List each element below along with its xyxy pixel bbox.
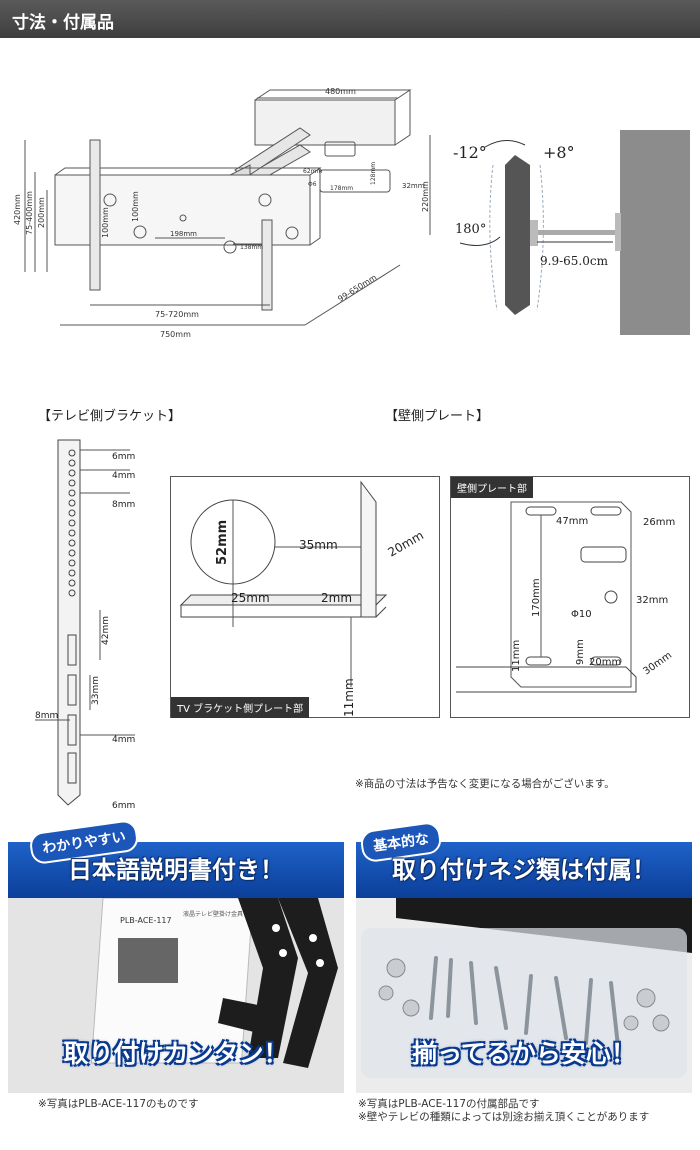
dim-phi6: Φ6 (308, 181, 317, 188)
dim-32: 32mm (402, 182, 425, 190)
screws-promo-panel: 基本的な 取り付けネジ類は付属！ 揃ってるから安心！ (356, 818, 692, 1093)
dimension-notice: ※商品の寸法は予告なく変更になる場合がございます。 (355, 778, 615, 790)
dim-200: 200mm (37, 197, 46, 228)
dim-20mm-wall: 20mm (589, 657, 621, 668)
dim-4mm-a: 4mm (112, 471, 135, 481)
dim-32mm: 32mm (636, 595, 668, 606)
tilt-plus-label: +8° (543, 143, 575, 162)
wall-plate-tag: 壁側プレート部 (451, 477, 533, 498)
manual-banner-text: 日本語説明書付き！ (68, 856, 284, 884)
dim-30mm: 30mm (641, 650, 674, 677)
dim-220: 220mm (421, 181, 430, 212)
screws-photo-note-1: ※写真はPLB-ACE-117の付属部品です (358, 1098, 540, 1110)
dim-480: 480mm (325, 87, 356, 96)
dim-11mm: 11mm (342, 678, 356, 717)
screws-banner-text: 取り付けネジ類は付属！ (392, 856, 656, 884)
manual-model: PLB-ACE-117 (120, 916, 172, 925)
tilt-minus-label: -12° (453, 143, 487, 162)
wall-plate-detail-diagram: 47mm 26mm 170mm Φ10 32mm 11mm 9mm 20mm 3… (456, 501, 675, 693)
dim-75-720: 75-720mm (155, 310, 199, 319)
swivel-label: 180° (455, 222, 486, 237)
dim-138: 138mm (240, 244, 263, 251)
wall-plate-detail-box: 壁側プレート部 47mm 26mm 170mm Φ10 32mm 11mm 9m… (450, 476, 690, 718)
dim-9mm: 9mm (575, 639, 586, 665)
dim-20mm: 20mm (386, 528, 426, 559)
tv-plate-detail-diagram: 52mm 35mm 20mm 25mm 2mm 11mm (179, 480, 426, 717)
dim-99-650: 99-650mm (336, 273, 378, 304)
manual-photo-note: ※写真はPLB-ACE-117のものです (38, 1098, 199, 1110)
dim-phi10: Φ10 (571, 609, 592, 620)
dim-420: 420mm (13, 194, 22, 225)
dim-62: 62mm (303, 168, 322, 175)
dim-75-400: 75-400mm (25, 191, 34, 235)
dim-6mm-a: 6mm (112, 452, 135, 462)
side-tilt-diagram: -12° +8° 180° 9.9-65.0cm (453, 130, 690, 335)
dim-33mm: 33mm (91, 676, 101, 705)
dim-6mm-b: 6mm (112, 801, 135, 811)
tv-bracket-diagram: 6mm 4mm 8mm 42mm 33mm 8mm 4mm 6mm (35, 439, 135, 811)
manual-headline: 取り付けカンタン！ (63, 1039, 289, 1068)
extension-label: 9.9-65.0cm (540, 254, 609, 268)
dim-35mm: 35mm (299, 538, 338, 552)
dim-178: 178mm (330, 185, 353, 192)
dim-750: 750mm (160, 330, 191, 339)
dim-8mm-b: 8mm (35, 711, 58, 721)
dim-47mm: 47mm (556, 516, 588, 527)
wall-plate-label: 【壁側プレート】 (385, 409, 490, 424)
tv-bracket-label: 【テレビ側ブラケット】 (38, 409, 182, 424)
dim-25mm: 25mm (231, 591, 270, 605)
manual-promo-panel: わかりやすい 日本語説明書付き！ PLB-ACE-117 液晶テレビ壁掛け金具 … (8, 818, 344, 1093)
screws-headline: 揃ってるから安心！ (412, 1039, 636, 1068)
dim-52mm: 52mm (215, 520, 230, 565)
dim-100-b: 100mm (131, 191, 140, 222)
top-dimension-diagram: 480mm 420mm 75-400mm 200mm 100mm 100mm 6… (13, 87, 431, 339)
dim-42mm: 42mm (101, 616, 111, 645)
dim-8mm-a: 8mm (112, 500, 135, 510)
dim-26mm: 26mm (643, 517, 675, 528)
tv-plate-detail-box: 52mm 35mm 20mm 25mm 2mm 11mm TV ブラケット側プレ… (170, 476, 440, 718)
manual-subtitle: 液晶テレビ壁掛け金具 (183, 910, 243, 918)
screws-photo (356, 898, 692, 1093)
section-header: 寸法・付属品 (0, 0, 700, 38)
dim-4mm-b: 4mm (112, 735, 135, 745)
dim-100-a: 100mm (101, 207, 110, 238)
manual-photo: PLB-ACE-117 液晶テレビ壁掛け金具 (8, 898, 344, 1093)
tv-plate-tag: TV ブラケット側プレート部 (171, 697, 310, 718)
dim-198: 198mm (170, 230, 197, 238)
dim-128: 128mm (370, 162, 377, 185)
screws-photo-note-2: ※壁やテレビの種類によっては別途お揃え頂くことがあります (358, 1111, 650, 1123)
section-title: 寸法・付属品 (12, 13, 114, 33)
dim-170mm: 170mm (531, 578, 542, 617)
dim-2mm: 2mm (321, 591, 352, 605)
dim-11mm-wall: 11mm (511, 640, 522, 672)
